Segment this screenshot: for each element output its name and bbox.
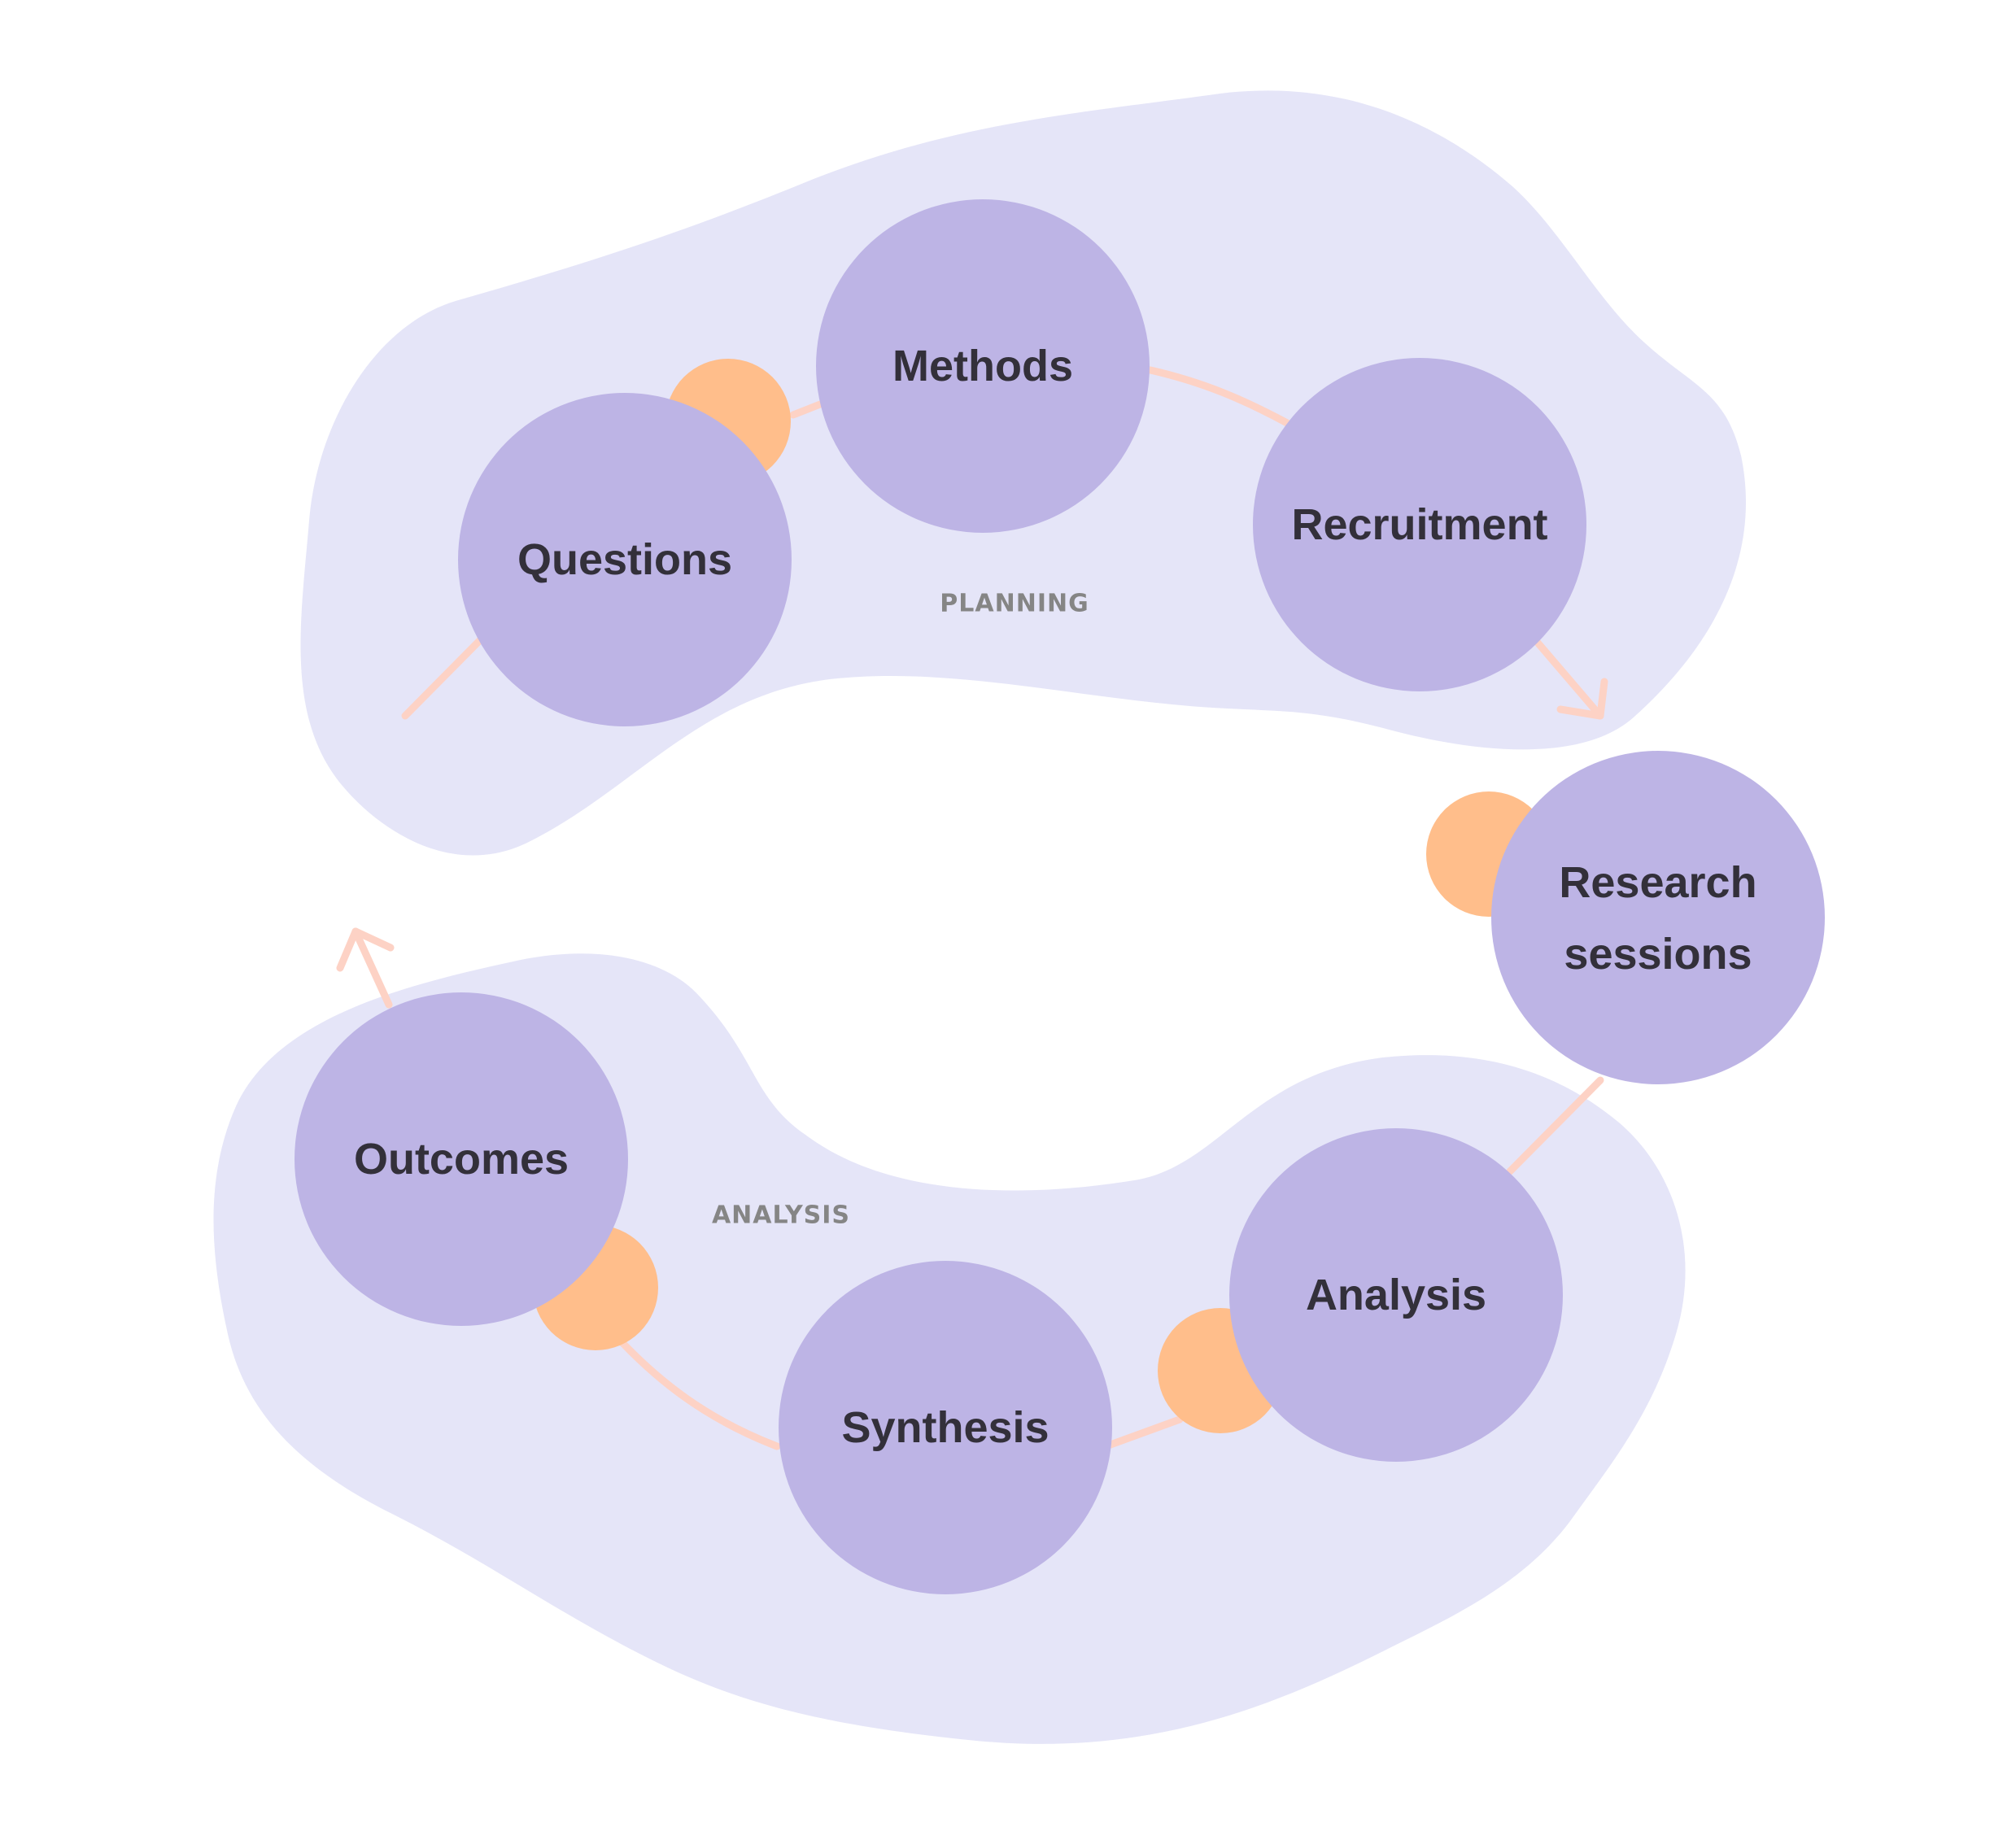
connector-line-methods-recruitment — [1146, 366, 1291, 427]
connector-line-start — [401, 634, 486, 720]
node-recruitment[interactable] — [1253, 358, 1586, 691]
group-label-analysis: ANALYSIS — [712, 1201, 850, 1230]
arrow-head-research — [1556, 678, 1608, 720]
node-questions[interactable] — [458, 393, 792, 726]
connector-line-research-analysis — [1506, 1076, 1604, 1175]
node-label-outcomes: Outcomes — [354, 1135, 569, 1184]
node-label-synthesis: Synthesis — [841, 1403, 1049, 1452]
node-label-analysis: Analysis — [1306, 1271, 1486, 1319]
group-label-planning: PLANNING — [940, 590, 1089, 618]
node-label-research-line1: Research — [1559, 858, 1756, 907]
connector-line-recruitment-research — [1534, 639, 1604, 720]
connector-line-analysis-synthesis — [1106, 1415, 1184, 1449]
node-analysis[interactable] — [1229, 1128, 1563, 1462]
connector-line-end — [351, 927, 393, 1009]
node-outcomes[interactable] — [295, 992, 628, 1326]
node-label-recruitment: Recruitment — [1291, 500, 1547, 549]
node-research-sessions[interactable] — [1491, 751, 1825, 1084]
node-methods[interactable] — [816, 199, 1150, 533]
node-label-questions: Questions — [517, 535, 732, 584]
arrow-head-end — [336, 927, 395, 972]
connector-line-synthesis-outcomes — [610, 1330, 781, 1450]
connector-line-questions-methods — [789, 400, 824, 419]
node-label-methods: Methods — [892, 342, 1073, 390]
node-label-research-line2: sessions — [1564, 930, 1752, 979]
node-synthesis[interactable] — [779, 1261, 1112, 1594]
